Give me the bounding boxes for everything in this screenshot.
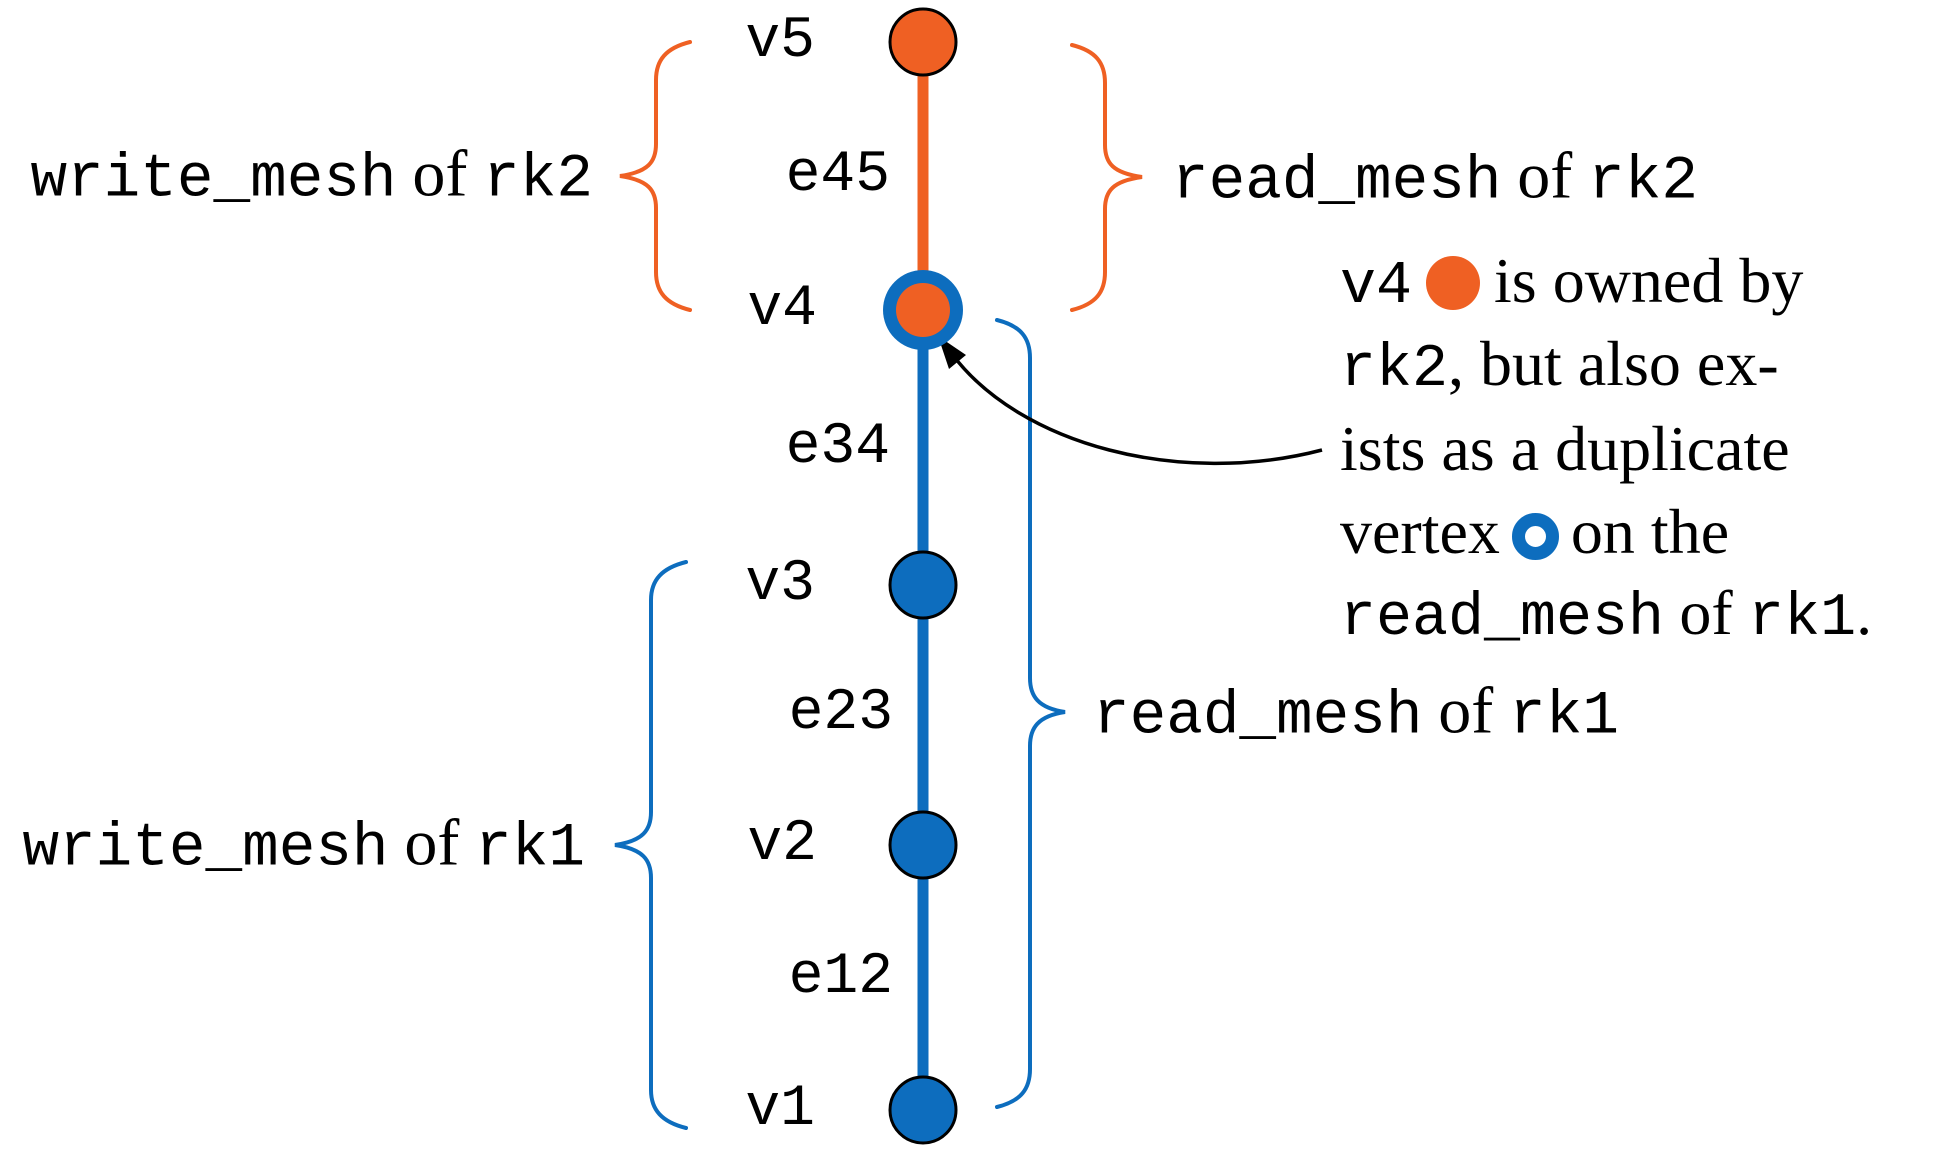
brace-read-mesh-rk2 [1070, 43, 1143, 312]
of-word: of [1438, 674, 1494, 748]
vertex-v3 [888, 550, 958, 620]
v4-code: v4 [1340, 253, 1413, 321]
rank-code: rk1 [1509, 682, 1619, 752]
owned-vertex-dot-icon [1426, 256, 1481, 310]
read-mesh-code: read_mesh [1172, 147, 1502, 217]
brace-write-mesh-rk1 [614, 560, 688, 1130]
of-word: of [412, 137, 468, 211]
annotation-text: is owned by [1494, 245, 1804, 316]
of-word: of [1679, 577, 1733, 648]
period: . [1856, 577, 1873, 648]
read-mesh-code: read_mesh [1340, 585, 1665, 653]
annotation-text: ists as a duplicate [1340, 413, 1790, 484]
label-e34: e34 [785, 415, 890, 480]
label-e12: e12 [788, 945, 893, 1010]
write-mesh-code: write_mesh [22, 814, 389, 884]
vertex-v2 [888, 810, 958, 880]
rk2-code: rk2 [1340, 336, 1449, 404]
annotation-text: , but also ex- [1448, 328, 1779, 399]
annotation-text: vertex [1340, 496, 1500, 567]
annotation-line-3: ists as a duplicate [1340, 417, 1790, 481]
rank-code: rk2 [1588, 147, 1698, 217]
rank-code: rk2 [483, 145, 593, 215]
label-v3: v3 [745, 552, 815, 617]
annotation-arrowhead-icon [938, 336, 966, 369]
vertex-v1 [888, 1075, 958, 1145]
rk1-code: rk1 [1748, 585, 1857, 653]
rank-code: rk1 [475, 814, 585, 884]
of-word: of [1517, 139, 1573, 213]
label-e45: e45 [785, 143, 890, 208]
of-word: of [404, 806, 460, 880]
annotation-line-2: rk2, but also ex- [1340, 332, 1779, 401]
label-v2: v2 [747, 812, 817, 877]
label-e23: e23 [788, 681, 893, 746]
duplicate-vertex-ring-icon [1511, 513, 1559, 560]
label-v4: v4 [747, 277, 817, 342]
write-mesh-code: write_mesh [30, 145, 397, 215]
vertex-v4 [896, 283, 950, 337]
brace-read-mesh-rk1 [995, 318, 1066, 1109]
read-mesh-code: read_mesh [1093, 682, 1423, 752]
label-v1: v1 [745, 1077, 815, 1142]
brace-write-mesh-rk2 [619, 40, 692, 312]
vertex-v5 [888, 7, 958, 77]
label-v5: v5 [745, 9, 815, 74]
annotation-arrow [950, 352, 1323, 466]
annotation-text: on the [1570, 496, 1730, 567]
